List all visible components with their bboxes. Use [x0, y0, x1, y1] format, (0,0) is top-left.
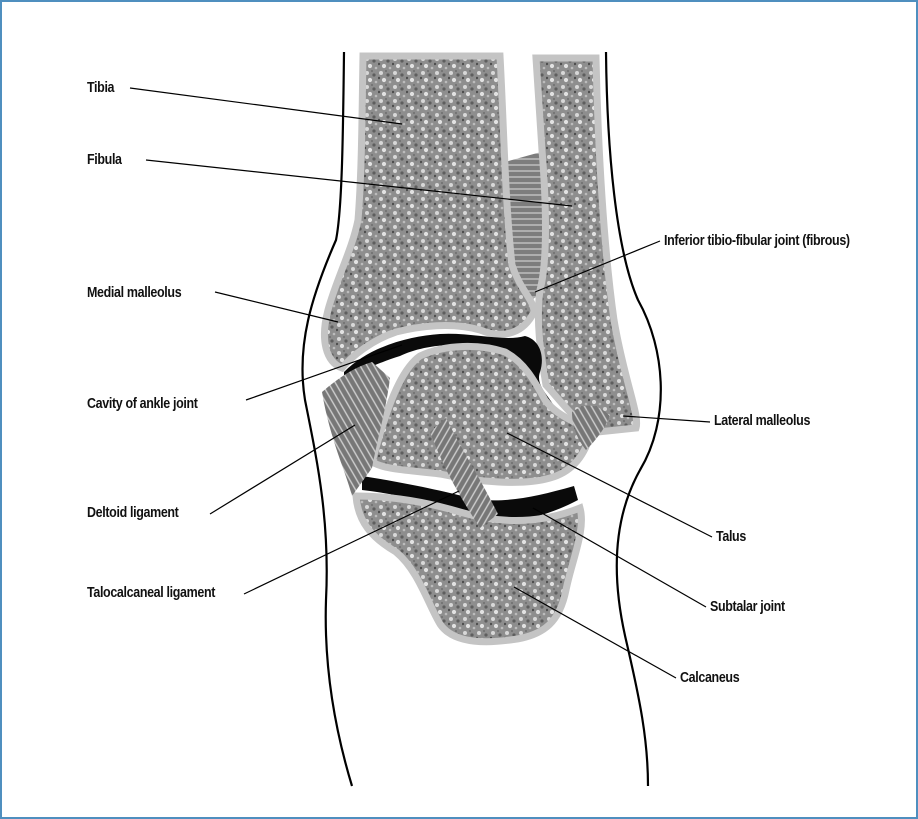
label-medial-malleolus: Medial malleolus	[87, 286, 181, 301]
label-tibia: Tibia	[87, 81, 114, 96]
label-lateral-malleolus: Lateral malleolus	[714, 414, 810, 429]
label-deltoid-ligament: Deltoid ligament	[87, 506, 178, 521]
label-fibula: Fibula	[87, 153, 122, 168]
label-talocalcaneal-ligament: Talocalcaneal ligament	[87, 586, 215, 601]
leader-line-deltoid	[210, 425, 355, 514]
label-talus: Talus	[716, 530, 746, 545]
deltoid-ligament-shape	[322, 362, 390, 496]
leader-line-medial-malleolus	[215, 292, 338, 322]
calcaneus-bone-shape	[356, 496, 581, 642]
tibia-bone-shape	[324, 56, 534, 368]
label-calcaneus: Calcaneus	[680, 671, 739, 686]
label-subtalar-joint: Subtalar joint	[710, 600, 785, 615]
label-inferior-tibiofibular-joint: Inferior tibio-fibular joint (fibrous)	[664, 234, 850, 249]
label-cavity-ankle-joint: Cavity of ankle joint	[87, 397, 198, 412]
